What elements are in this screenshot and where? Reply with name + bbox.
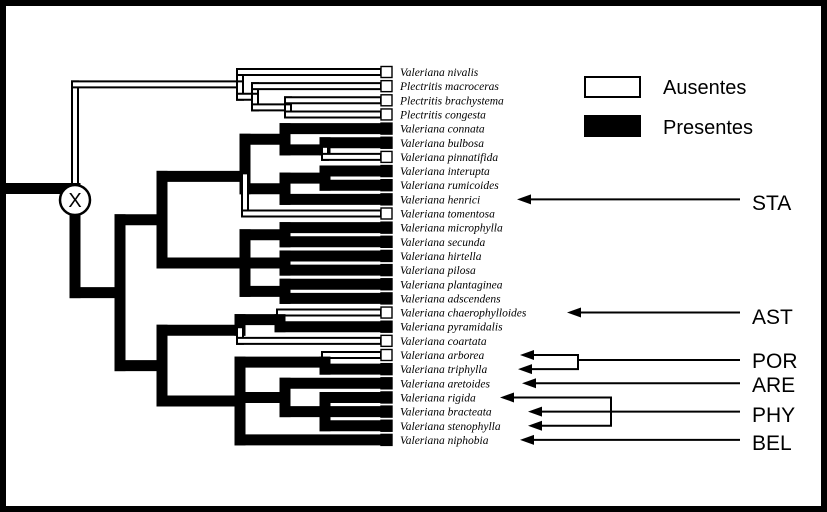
trait-box — [380, 377, 393, 390]
arrow-head — [517, 194, 531, 205]
taxon-label: Valeriana hirtella — [400, 251, 482, 263]
taxon-label: Valeriana triphylla — [400, 364, 487, 376]
arrow-head — [528, 406, 542, 417]
taxon-label: Valeriana stenophylla — [400, 421, 501, 433]
trait-box — [380, 150, 393, 164]
taxon-label: Valeriana plantaginea — [400, 279, 503, 291]
trait-box — [380, 419, 393, 432]
arrow-head — [520, 350, 534, 360]
clade-label: ARE — [752, 374, 795, 397]
arrow-head — [500, 392, 514, 403]
trait-box — [380, 320, 393, 333]
root-node-label: X — [68, 190, 81, 212]
taxon-label: Valeriana arborea — [400, 350, 484, 362]
arrow-bracket — [530, 354, 579, 371]
trait-box — [380, 348, 393, 362]
arrow-head — [522, 378, 536, 389]
taxon-label: Valeriana microphylla — [400, 223, 503, 235]
legend-absent-swatch — [584, 76, 641, 98]
arrow-head — [520, 434, 534, 445]
arrow-head — [518, 364, 532, 375]
taxon-label: Valeriana pilosa — [400, 265, 476, 277]
taxon-label: Valeriana niphobia — [400, 435, 489, 447]
trait-box — [380, 79, 393, 93]
trait-box — [380, 221, 393, 234]
taxon-label: Valeriana pyramidalis — [400, 322, 503, 334]
clade-label: BEL — [752, 432, 792, 455]
trait-box — [380, 122, 393, 135]
clade-label: POR — [752, 350, 798, 373]
arrow-head — [567, 307, 581, 318]
legend-present-swatch — [584, 115, 641, 137]
taxon-label: Valeriana henrici — [400, 194, 480, 206]
trait-box — [380, 207, 393, 220]
taxon-label: Valeriana bulbosa — [400, 138, 484, 150]
trait-box — [380, 178, 393, 192]
taxon-label: Valeriana coartata — [400, 336, 487, 348]
taxon-label: Valeriana tomentosa — [400, 209, 495, 221]
trait-box — [380, 65, 393, 79]
trait-box — [380, 433, 393, 447]
taxon-label: Valeriana pinnatifida — [400, 152, 498, 164]
trait-box — [380, 334, 393, 348]
trait-box — [380, 164, 393, 178]
trait-box — [380, 391, 393, 404]
taxon-label: Valeriana chaerophylloides — [400, 308, 527, 320]
trait-box — [380, 263, 393, 277]
taxon-label: Plectritis brachystema — [399, 95, 504, 107]
trait-box — [380, 136, 393, 149]
clade-label: STA — [752, 192, 791, 215]
taxon-label: Valeriana rumicoides — [400, 180, 499, 192]
taxon-label: Plectritis congesta — [399, 109, 486, 121]
taxon-label: Valeriana nivalis — [400, 67, 479, 79]
taxon-label: Valeriana adscendens — [400, 293, 501, 305]
taxon-label: Valeriana bracteata — [400, 407, 492, 419]
trait-box — [380, 306, 393, 319]
trait-box — [380, 94, 393, 107]
trait-boxes — [380, 65, 393, 447]
trait-box — [380, 193, 393, 206]
root-node-marker — [58, 183, 92, 217]
trait-box — [380, 235, 393, 249]
tree-branches — [6, 68, 384, 446]
clade-label: PHY — [752, 404, 795, 427]
trait-box — [380, 292, 393, 305]
trait-box — [380, 108, 393, 121]
trait-box — [380, 405, 393, 418]
taxon-label: Valeriana rigida — [400, 392, 476, 404]
clade-label: AST — [752, 306, 793, 329]
taxon-label: Valeriana connata — [400, 124, 485, 136]
arrow-head — [528, 420, 542, 431]
legend-absent-label: Ausentes — [663, 77, 746, 99]
legend: Ausentes Presentes — [584, 76, 753, 139]
taxon-label: Valeriana interupta — [400, 166, 490, 178]
taxon-label: Plectritis macroceras — [399, 81, 499, 93]
legend-present-label: Presentes — [663, 117, 753, 139]
taxon-label: Valeriana secunda — [400, 237, 486, 249]
taxon-label: Valeriana aretoides — [400, 378, 490, 390]
trait-box — [380, 362, 393, 376]
trait-box — [380, 249, 393, 263]
trait-box — [380, 278, 393, 291]
